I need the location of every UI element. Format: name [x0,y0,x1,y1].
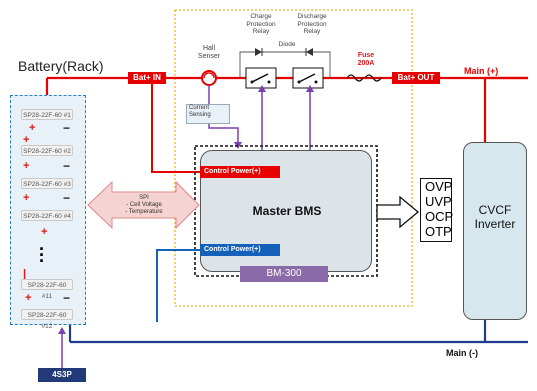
control-power-blue-wire [156,249,200,322]
positive-sign: + [29,122,36,134]
hall-sensor-label: Hall Senser [197,45,221,60]
control-power-red-wire [151,78,200,173]
spi-title: SPI [139,195,149,201]
inverter-line-2: Inverter [474,217,516,231]
protection-arrow [376,195,420,229]
diode-icon [239,51,331,78]
protection-item: OTP [425,224,452,239]
charge-relay-label: Charge Protection Relay [246,13,276,35]
control-power-top: Control Power(+) [200,166,280,178]
bat-in-terminal: Bat+ IN [128,72,166,84]
ellipsis: ··· [39,239,45,271]
negative-sign: − [63,121,71,135]
cvcf-inverter-box: CVCF Inverter [463,142,527,320]
positive-sign: + [23,192,30,204]
discharge-relay-label: Discharge Protection Relay [297,13,327,35]
control-power-bottom: Control Power(+) [200,244,280,256]
protection-item: UVP [425,194,452,209]
spi-label: SPI - Cell Voltage - Temperature [112,195,176,216]
positive-sign: | [23,268,27,280]
positive-sign: + [23,160,30,172]
rack-title: Battery(Rack) [18,58,104,74]
battery-cell: SP28-22F-60 #12 [21,309,73,330]
battery-cell: SP28-22F-60 #2 [21,145,73,156]
main-negative-label: Main (-) [446,348,478,358]
fuse-label: Fuse 200A [357,52,375,67]
positive-sign: + [41,226,48,238]
positive-sign: + [23,134,30,146]
protection-item: OCP [425,209,454,224]
protection-item: OVP [425,179,453,194]
negative-sign: − [63,191,71,205]
fuse-icon [346,74,364,82]
spi-double-arrow [87,180,200,230]
bms-model-badge: BM-300 [240,266,328,282]
battery-cell: SP28-22F-60 #4 [21,210,73,221]
protection-list: OVP UVP OCP OTP [420,178,454,242]
battery-cell: SP28-22F-60 #1 [21,109,73,120]
battery-cell: SP28-22F-60 #11 [21,279,73,300]
spi-line-1: - Cell Voltage [126,202,162,208]
diode-label: Diode [278,41,296,48]
inverter-line-1: CVCF [478,203,512,217]
spi-line-2: - Temperature [125,209,163,215]
main-positive-label: Main (+) [464,66,499,76]
current-sensing-box: Current Sensing [186,104,230,124]
negative-sign: − [63,291,71,305]
negative-sign: − [63,159,71,173]
battery-cell: SP28-22F-60 #3 [21,178,73,189]
bat-out-terminal: Bat+ OUT [392,72,440,84]
master-bms-title: Master BMS [252,204,322,218]
bms-boundary [174,9,413,307]
battery-rack: SP28-22F-60 #1 + − + SP28-22F-60 #2 + − … [10,95,86,330]
positive-sign: + [25,292,32,304]
rack-config-badge: 4S3P [38,368,86,382]
